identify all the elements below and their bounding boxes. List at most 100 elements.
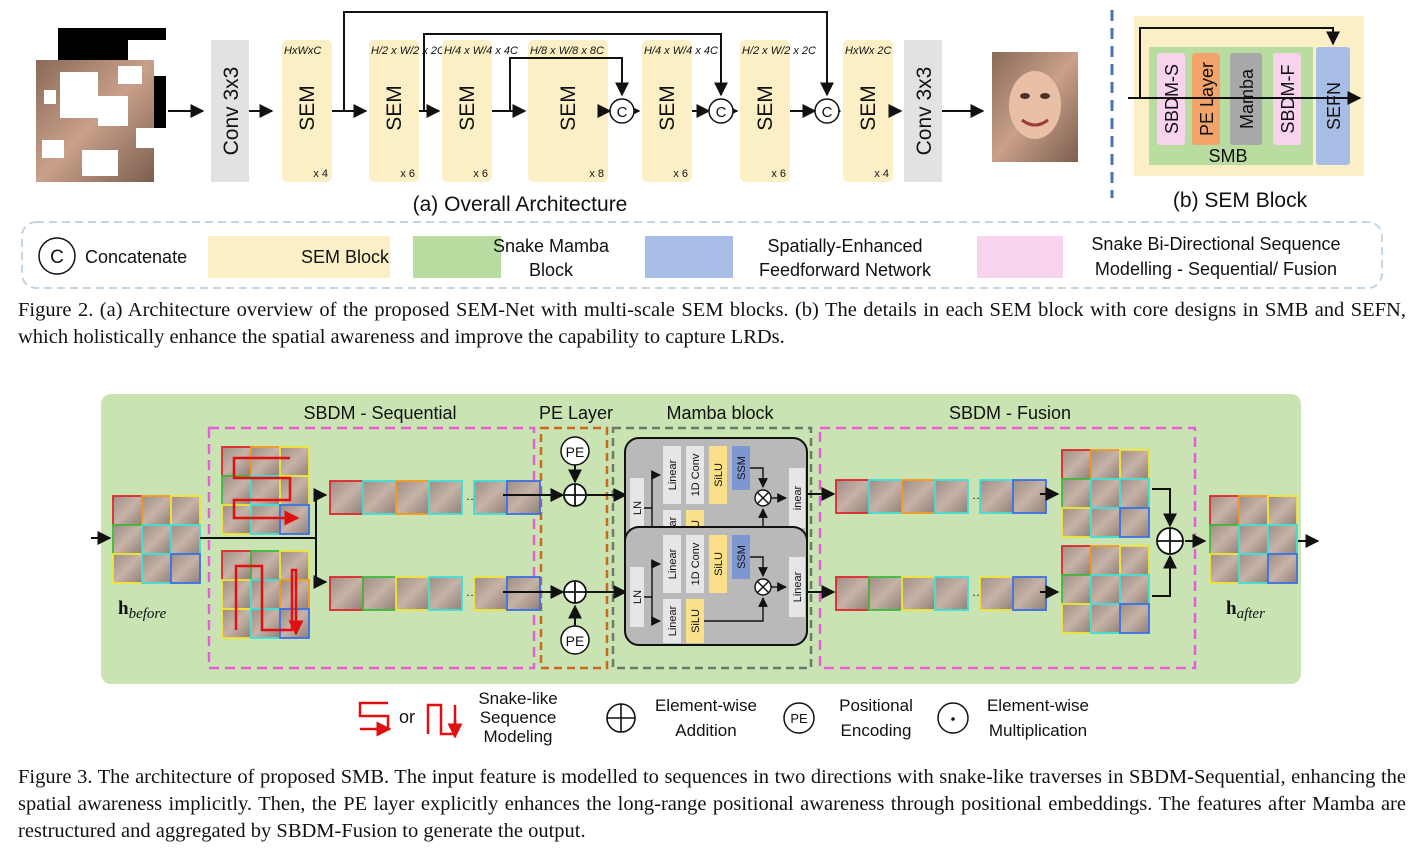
sefn-legend-swatch [645, 236, 733, 278]
sem-rep-7: x 4 [874, 168, 889, 180]
sefn-legend-label-2: Feedforward Network [759, 260, 932, 280]
fusion-grid-bottom-cell [1061, 545, 1092, 576]
fusion-row-bottom-patch [1012, 576, 1047, 611]
legend-pe-2: Encoding [841, 721, 912, 740]
sem-dim-2: H/2 x W/2 x 2C [371, 45, 445, 57]
sem-rep-6: x 6 [771, 168, 786, 180]
sem-rep-1: x 4 [313, 168, 328, 180]
sem-block-7 [843, 40, 893, 182]
figure-2: Conv 3x3 SEM HxWxC x 4 SEM H/2 x W/2 x 2C x 6… [21, 10, 1383, 289]
mamba-1-linear-1-label: Linear [667, 459, 679, 490]
legend-mul-2: Multiplication [989, 721, 1087, 740]
sem-rep-3: x 6 [473, 168, 488, 180]
fusion-grid-top-cell [1119, 478, 1150, 509]
add-icon-top [563, 483, 587, 507]
pe-layer-title: PE Layer [539, 403, 613, 423]
sem-block-legend-swatch [208, 236, 390, 278]
seq-row-bottom-patch [329, 576, 364, 611]
smb-label: SMB [1208, 146, 1247, 166]
snake-mamba-legend-label-2: Block [529, 260, 574, 280]
snake-mamba-legend-label-1: Snake Mamba [493, 236, 610, 256]
mamba-1-silu-1 [709, 446, 727, 504]
mamba-2-wire-d [704, 597, 768, 622]
h-after-grid-cell [1238, 553, 1269, 584]
pe-circle-top [560, 436, 590, 466]
sbdm-fusion-region [818, 426, 1197, 670]
fusion-row-bottom-patch [934, 576, 969, 611]
legend-add-2: Addition [675, 721, 736, 740]
seq-row-top-patch [428, 480, 463, 515]
conv-label-input: Conv 3x3 [220, 67, 243, 156]
sefn-label: SEFN [1324, 82, 1344, 130]
mamba-2-linear-1-label: Linear [667, 548, 679, 579]
mamba-2-wire-a [644, 559, 661, 598]
h-after-grid-cell [1209, 495, 1240, 526]
mamba-2-wire-b [651, 597, 661, 626]
mamba-2-silu-1 [709, 535, 727, 593]
pe-circle-bottom-label: PE [566, 633, 585, 649]
snake-vertical-icon [426, 703, 457, 736]
h-before-grid-cell [112, 553, 143, 584]
sem-label-5: SEM [656, 85, 679, 131]
sem-dim-7: HxWx 2C [845, 45, 892, 57]
fusion-grid-top-cell [1061, 507, 1092, 538]
seq-row-top-patch [473, 480, 508, 515]
concat-symbol-3: C [822, 104, 833, 121]
h-after-grid-cell [1238, 495, 1269, 526]
snake-grid-bottom-cell [250, 579, 281, 610]
h-before-grid-cell [170, 495, 201, 526]
sbdm-legend-label-2: Modelling - Sequential/ Fusion [1095, 259, 1337, 279]
concatenate-legend-icon [38, 237, 76, 275]
sefn-legend-label-1: Spatially-Enhanced [767, 236, 922, 256]
pe-layer-nodes: PE PE [560, 436, 1184, 655]
mamba-2-mul-x2 [756, 580, 770, 594]
fusion-grid-bottom-cell [1061, 574, 1092, 605]
h-after-grid-cell [1267, 553, 1298, 584]
mamba-2-linear-2 [663, 599, 681, 643]
sem-dim-1: HxWxC [284, 45, 321, 57]
mamba-1-silu-1-label: SiLU [713, 463, 725, 487]
concatenate-legend-symbol: C [50, 247, 64, 268]
mamba-2-wire-c [750, 556, 768, 577]
mamba-block-title: Mamba block [666, 403, 774, 423]
snake-path-vertical [234, 564, 304, 636]
sbdm-sequential-title: SBDM - Sequential [303, 403, 456, 423]
concat-symbol-2: C [716, 104, 727, 121]
subfigure-a-label: (a) Overall Architecture [413, 193, 628, 216]
legend-mul-1: Element-wise [987, 696, 1089, 715]
sem-block-3 [442, 40, 492, 182]
fusion-row-bottom-patch [979, 576, 1014, 611]
sem-block-legend-label: SEM Block [301, 247, 390, 267]
fusion-grid-bottom-cell [1090, 545, 1121, 576]
h-before-grid-cell [170, 553, 201, 584]
fusion-grid-top-cell [1090, 449, 1121, 480]
fusion-row-top-patch [1012, 479, 1047, 514]
sem-block-6 [740, 40, 790, 182]
mamba-2-conv1d-label: 1D Conv [690, 542, 702, 585]
snake-grid-top-cell [279, 446, 310, 477]
mamba-2-ln-label: LN [632, 590, 644, 604]
fusion-row-top-patch [835, 479, 870, 514]
mamba-1-conv1d [686, 446, 704, 504]
h-before-grid-cell [170, 524, 201, 555]
concat-icon-1 [609, 98, 635, 124]
figure-3-legend: or Snake-like Sequence Modeling Element-… [358, 689, 1089, 746]
element-wise-addition-icon [606, 703, 636, 733]
sem-dim-5: H/4 x W/4 x 4C [644, 45, 718, 57]
mamba-2-silu-1-label: SiLU [713, 552, 725, 576]
fusion-grid-top-cell [1061, 449, 1092, 480]
seq-row-bottom-patch [428, 576, 463, 611]
positional-encoding-icon [783, 702, 815, 734]
snake-horizontal-icon [358, 701, 390, 731]
mamba-2-ssm [732, 535, 750, 579]
seq-row-top-patch [506, 480, 541, 515]
fusion-row-top-patch [901, 479, 936, 514]
mamba-2-linear-1 [663, 535, 681, 593]
fusion-grid-bottom-cell [1119, 574, 1150, 605]
legend-snake-3: Modeling [484, 727, 553, 746]
sem-label-1: SEM [296, 85, 319, 131]
sem-block-1 [282, 40, 332, 182]
pe-layer-region [539, 426, 609, 670]
figure-2-legend: C Concatenate SEM Block Snake Mamba Bloc… [21, 221, 1383, 289]
